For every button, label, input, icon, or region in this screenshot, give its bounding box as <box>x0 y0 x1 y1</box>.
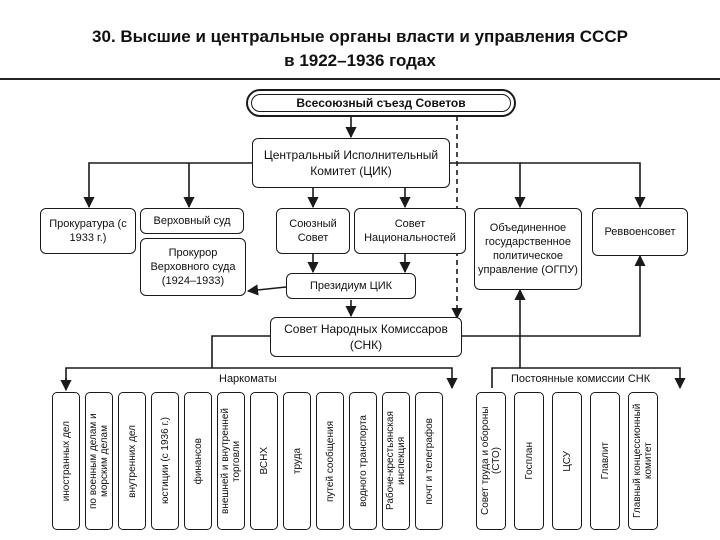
narkomat-label: путей сообщения <box>324 420 336 502</box>
narkomat-label: почт и телеграфов <box>423 417 435 505</box>
cik-right-branch <box>450 162 526 209</box>
commission-box: Госплан <box>514 392 544 530</box>
narkomaty-label: Наркоматы <box>216 373 280 385</box>
commission-box: Главный концессионный комитет <box>628 392 658 530</box>
narkomat-box: Рабоче-крестьянская инспекция <box>382 392 410 530</box>
narkomat-box: юстиции (с 1936 г.) <box>151 392 179 530</box>
nationalities-box: Совет Национальностей <box>354 208 466 254</box>
commission-label: Госплан <box>523 442 535 480</box>
snk-right-branch <box>462 335 521 368</box>
snk-left-branch <box>211 335 270 368</box>
narkomat-label: водного транспорта <box>357 415 369 507</box>
narkomat-box: путей сообщения <box>316 392 344 530</box>
page-subtitle: в 1922–1936 годах <box>284 51 436 70</box>
narkomat-box: водного транспорта <box>349 392 377 530</box>
narkomat-box: почт и телеграфов <box>415 392 443 530</box>
narkomat-box: ВСНХ <box>250 392 278 530</box>
narkomat-box: труда <box>283 392 311 530</box>
snk-box: Совет Народных Комиссаров (СНК) <box>270 317 462 357</box>
cik-box: Центральный Исполнительный Комитет (ЦИК) <box>252 138 450 188</box>
supreme-court-box: Верховный суд <box>140 208 244 234</box>
arrow-presidium-prosecutor <box>246 284 287 296</box>
commission-box: ЦСУ <box>552 392 582 530</box>
prosecutor-box: Прокурор Верховного суда (1924–1933) <box>140 238 246 296</box>
narkomat-label: труда <box>291 447 303 475</box>
commission-label: Совет труда и обороны (СТО) <box>480 406 502 516</box>
narkomat-label: внутренних дел <box>126 424 138 498</box>
narkomat-label: по военным делам и морским делам <box>88 413 110 509</box>
revvoensovet-box: Реввоенсовет <box>592 208 688 256</box>
title-divider <box>0 78 720 80</box>
congress-label: Всесоюзный съезд Советов <box>251 94 511 112</box>
commission-box: Главлит <box>590 392 620 530</box>
narkomat-label: Рабоче-крестьянская инспекция <box>385 411 407 511</box>
commission-box: Совет труда и обороны (СТО) <box>476 392 506 530</box>
arrow-cik-revvoensovet <box>520 162 646 209</box>
narkomat-label: иностранных дел <box>60 420 72 502</box>
page-title: 30. Высшие и центральные органы власти и… <box>92 27 628 46</box>
presidium-box: Президиум ЦИК <box>286 273 416 299</box>
congress-box: Всесоюзный съезд Советов <box>246 89 516 117</box>
cik-branch-line <box>83 162 252 209</box>
commission-label: ЦСУ <box>561 450 573 472</box>
narkomat-label: финансов <box>192 437 204 485</box>
union-soviet-box: Союзный Совет <box>276 208 350 254</box>
commissions-label: Постоянные комиссии СНК <box>508 373 654 385</box>
commission-label: Главлит <box>599 442 611 480</box>
procuracy-box: Прокуратура (с 1933 г.) <box>40 208 136 254</box>
commission-label: Главный концессионный комитет <box>632 403 654 519</box>
narkomat-label: юстиции (с 1936 г.) <box>159 417 171 505</box>
narkomat-box: внутренних дел <box>118 392 146 530</box>
narkomat-box: иностранных дел <box>52 392 80 530</box>
narkomat-box: внешней и внутренней торговли <box>217 392 245 530</box>
ogpu-box: Объединенное государственное политическо… <box>474 208 582 290</box>
narkomat-label: внешней и внутренней торговли <box>220 408 242 514</box>
narkomat-label: ВСНХ <box>258 447 270 475</box>
narkomat-box: финансов <box>184 392 212 530</box>
narkomat-box: по военным делам и морским делам <box>85 392 113 530</box>
